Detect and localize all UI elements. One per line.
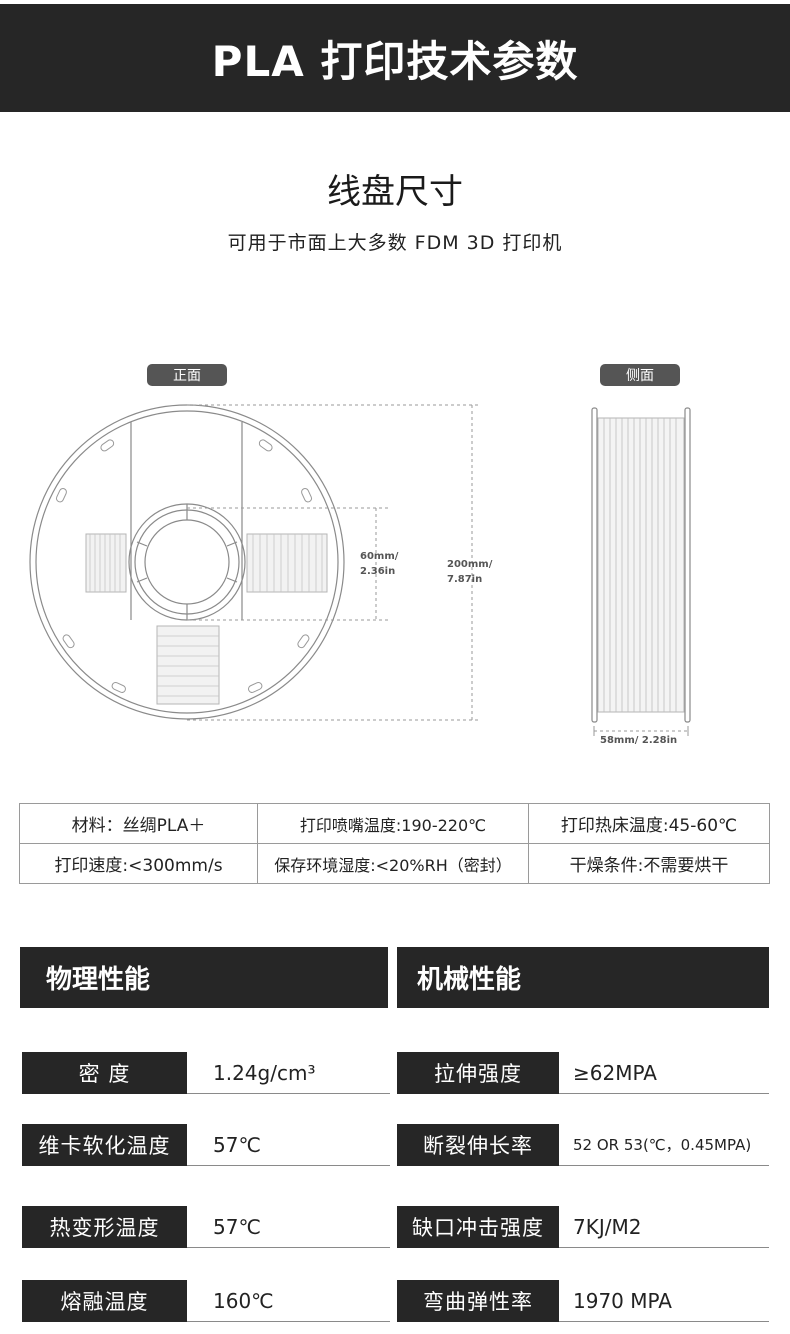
mechanical-properties-header: 机械性能 (397, 947, 769, 1008)
property-label: 断裂伸长率 (397, 1124, 559, 1166)
spec-nozzle-temp: 打印喷嘴温度:190-220℃ (257, 803, 529, 844)
property-label: 拉伸强度 (397, 1052, 559, 1094)
spec-storage-humidity: 保存环境湿度:<20%RH（密封） (257, 843, 529, 884)
hub-dimension-in: 2.36in (360, 566, 395, 577)
property-label: 熔融温度 (22, 1280, 187, 1322)
header-band: PLA 打印技术参数 (0, 4, 790, 112)
spool-section-title: 线盘尺寸 (327, 172, 463, 212)
property-value: 160℃ (187, 1280, 390, 1322)
spool-inner-rim (35, 410, 339, 714)
spool-section-subtitle: 可用于市面上大多数 FDM 3D 打印机 (227, 232, 563, 254)
property-value: 57℃ (187, 1206, 390, 1248)
property-label: 密 度 (22, 1052, 187, 1094)
side-flange-left (591, 407, 598, 723)
side-view-label: 侧面 (600, 364, 680, 386)
spec-material: 材料：丝绸PLA＋ (19, 803, 258, 844)
outer-dimension-in: 7.87in (447, 574, 482, 585)
physical-properties-header: 物理性能 (20, 947, 388, 1008)
property-value: ≥62MPA (559, 1052, 769, 1094)
physical-row-heat-deflection: 热变形温度 57℃ (22, 1206, 390, 1248)
physical-row-vicat: 维卡软化温度 57℃ (22, 1124, 390, 1166)
hub-dimension-mm: 60mm/ (360, 551, 399, 562)
property-label: 热变形温度 (22, 1206, 187, 1248)
physical-row-melting: 熔融温度 160℃ (22, 1280, 390, 1322)
table-row: 材料：丝绸PLA＋ 打印喷嘴温度:190-220℃ 打印热床温度:45-60℃ (19, 803, 770, 844)
side-flange-right (684, 407, 691, 723)
physical-row-density: 密 度 1.24g/cm³ (22, 1052, 390, 1094)
property-label: 缺口冲击强度 (397, 1206, 559, 1248)
property-label: 弯曲弹性率 (397, 1280, 559, 1322)
property-value: 1970 MPA (559, 1280, 769, 1322)
print-spec-table: 材料：丝绸PLA＋ 打印喷嘴温度:190-220℃ 打印热床温度:45-60℃ … (19, 803, 770, 884)
property-value: 1.24g/cm³ (187, 1052, 390, 1094)
property-label: 维卡软化温度 (22, 1124, 187, 1166)
spec-print-speed: 打印速度:<300mm/s (19, 843, 258, 884)
property-value: 7KJ/M2 (559, 1206, 769, 1248)
side-filament (597, 417, 685, 713)
spool-drawing: 60mm/ 2.36in 200mm/ 7.87in 58mm/ 2.28in (29, 404, 691, 746)
filament-window-bottom (156, 625, 220, 705)
mechanical-row-flexural: 弯曲弹性率 1970 MPA (397, 1280, 769, 1322)
spec-bed-temp: 打印热床温度:45-60℃ (528, 803, 770, 844)
spool-hub-outer (128, 503, 246, 621)
outer-dimension-mm: 200mm/ (447, 559, 493, 570)
front-view-label: 正面 (147, 364, 227, 386)
spec-drying: 干燥条件:不需要烘干 (528, 843, 770, 884)
spool-hub-inner (144, 519, 230, 605)
mechanical-row-tensile: 拉伸强度 ≥62MPA (397, 1052, 769, 1094)
width-dimension: 58mm/ 2.28in (600, 735, 677, 746)
property-value: 52 OR 53(℃，0.45MPA) (559, 1124, 769, 1166)
filament-window-right (246, 533, 328, 593)
spool-hub-middle (134, 509, 240, 615)
property-value: 57℃ (187, 1124, 390, 1166)
filament-window-left (85, 533, 127, 593)
mechanical-row-impact: 缺口冲击强度 7KJ/M2 (397, 1206, 769, 1248)
table-row: 打印速度:<300mm/s 保存环境湿度:<20%RH（密封） 干燥条件:不需要… (19, 843, 770, 884)
page-title: PLA 打印技术参数 (211, 36, 579, 86)
mechanical-row-elongation: 断裂伸长率 52 OR 53(℃，0.45MPA) (397, 1124, 769, 1166)
